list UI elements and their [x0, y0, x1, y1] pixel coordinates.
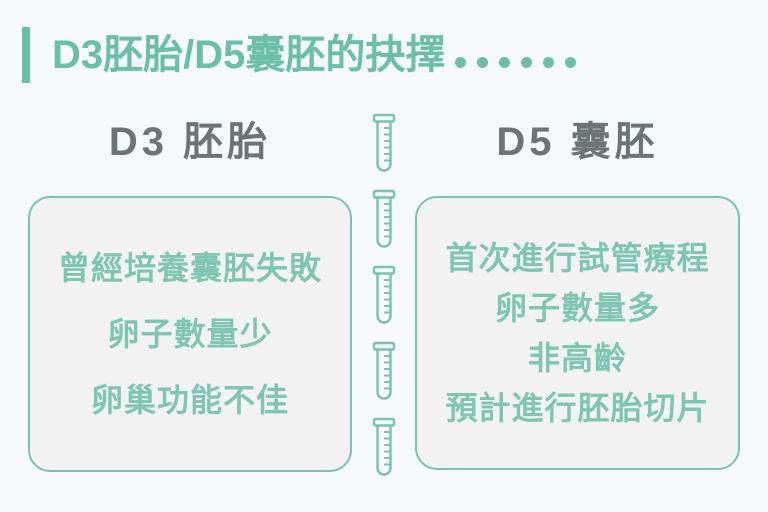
- test-tube-icon: [372, 113, 396, 172]
- column-heading-d3: D3 胚胎: [108, 120, 272, 164]
- title-accent-bar: [22, 27, 30, 83]
- page-title-row: D3胚胎/D5囊胚的抉擇: [0, 24, 768, 86]
- list-item: 卵子數量多: [494, 290, 660, 326]
- list-item: 非高齡: [527, 340, 627, 376]
- title-dot-icon: [565, 57, 577, 68]
- column-heading-d5: D5 囊胚: [496, 120, 659, 164]
- title-dot-icon: [455, 57, 467, 68]
- list-item: 曾經培養囊胚失敗: [57, 250, 322, 286]
- list-item: 卵巢功能不佳: [90, 382, 289, 418]
- title-trailing-dots: [455, 57, 577, 73]
- page-title-text: D3胚胎/D5囊胚的抉擇: [52, 33, 446, 77]
- list-item: 預計進行胚胎切片: [445, 390, 710, 426]
- list-item: 卵子數量少: [107, 316, 273, 352]
- test-tube-divider: [361, 112, 407, 480]
- list-item: 首次進行試管療程: [445, 240, 710, 276]
- card-d5-blastocyst: 首次進行試管療程 卵子數量多 非高齡 預計進行胚胎切片: [415, 196, 740, 470]
- card-d3-embryo: 曾經培養囊胚失敗 卵子數量少 卵巢功能不佳: [28, 196, 352, 472]
- page-title: D3胚胎/D5囊胚的抉擇: [52, 33, 577, 77]
- title-dot-icon: [499, 57, 511, 68]
- title-dot-icon: [477, 57, 489, 68]
- title-dot-icon: [543, 57, 555, 68]
- test-tube-icon: [372, 417, 396, 476]
- test-tube-icon: [372, 265, 396, 324]
- test-tube-icon: [372, 341, 396, 400]
- test-tube-icon: [372, 189, 396, 248]
- title-dot-icon: [521, 57, 533, 68]
